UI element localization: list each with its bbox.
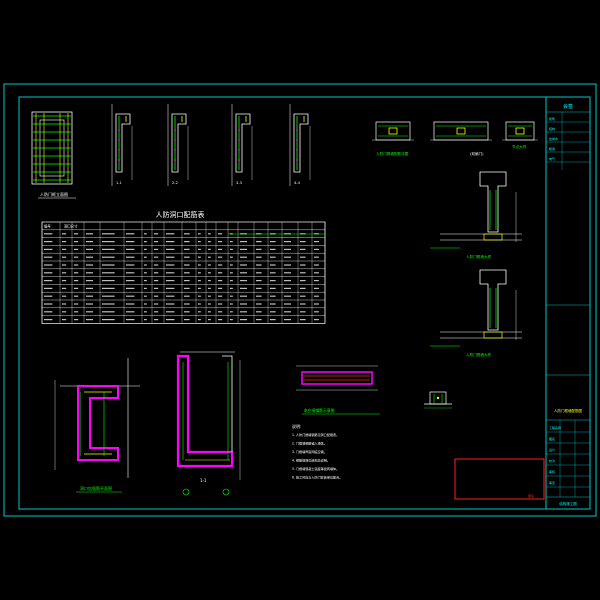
title-block-field: 审定 xyxy=(549,480,555,485)
wall-sections: 1-1 2-2 3-3 4-4 xyxy=(111,104,311,186)
elevation-label: 人防门框立面图 xyxy=(40,191,68,197)
note-line: 5. 门框墙混凝土强度等级同墙体。 xyxy=(292,466,339,471)
title-block-row: 暖通 xyxy=(549,146,555,151)
notes-title: 说明: xyxy=(292,423,301,429)
title-block-footer: 结构施工图 xyxy=(559,501,577,506)
notes-list: 1. 人防门框墙钢筋见洞口配筋表。 2. 门框墙钢筋锚入墙体。 3. 门框墙厚度同临… xyxy=(292,432,342,480)
wall-details-right xyxy=(430,171,522,347)
section-label: 4-4 xyxy=(294,181,301,185)
table-header-cell: 编号 xyxy=(44,224,51,229)
detail-label-2: (双扇门) xyxy=(470,151,484,156)
note-line: 1. 人防门框墙钢筋见洞口配筋表。 xyxy=(292,432,339,437)
section-label: 1-1 xyxy=(116,181,122,185)
small-node-detail xyxy=(424,391,452,409)
l-section: 1-1 xyxy=(176,351,241,496)
drawing-title: 人防门框墙配筋图 xyxy=(554,408,582,413)
stamp-label: 图签 xyxy=(528,493,534,498)
opening-plan-label: 洞口加强筋平面图 xyxy=(80,485,112,491)
l-section-label: 1-1 xyxy=(200,478,207,483)
table-header-cell: 洞口尺寸 xyxy=(64,224,78,229)
title-block-row: 建筑 xyxy=(549,116,555,121)
title-block-field: 校对 xyxy=(549,458,555,463)
note-line: 2. 门框墙钢筋锚入墙体。 xyxy=(292,441,327,446)
note-line: 4. 钢筋规格见结构总说明。 xyxy=(292,458,330,463)
note-line: 6. 施工时应与人防门安装单位配合。 xyxy=(292,475,342,480)
title-block-field: 工程名称 xyxy=(549,425,561,430)
title-block-row: 电气 xyxy=(549,156,555,161)
title-block-field: 设计 xyxy=(549,447,555,452)
reinforcement-table: 编号 洞口尺寸 xyxy=(41,221,326,324)
door-frame-details xyxy=(372,121,538,141)
title-block-field: 图名 xyxy=(549,436,555,441)
slab-detail: 临空墙钢筋示意图 xyxy=(296,365,380,415)
detail-label-1: 人防门框墙配筋详图 xyxy=(376,151,409,156)
stamp-box xyxy=(454,458,545,500)
title-block-row: 给排水 xyxy=(549,136,558,141)
table-title: 人防洞口配筋表 xyxy=(156,210,205,219)
door-frame-elevation: 人防门框立面图 xyxy=(31,111,76,199)
title-block-field: 审核 xyxy=(549,469,555,474)
outer-border xyxy=(3,83,597,517)
right-detail-label-1: 人防门框墙大样 xyxy=(466,254,492,259)
title-block-row: 结构 xyxy=(549,126,555,131)
opening-plan: 洞口加强筋平面图 xyxy=(54,358,140,493)
detail-label-3: 节点大样 xyxy=(512,144,527,149)
section-label: 3-3 xyxy=(236,181,242,185)
note-line: 3. 门框墙厚度同临空墙。 xyxy=(292,449,327,454)
right-detail-label-2: 人防门框墙大样 xyxy=(466,352,492,357)
section-label: 2-2 xyxy=(172,181,178,185)
title-block-header: 会签 xyxy=(563,103,573,110)
slab-label: 临空墙钢筋示意图 xyxy=(304,408,335,413)
